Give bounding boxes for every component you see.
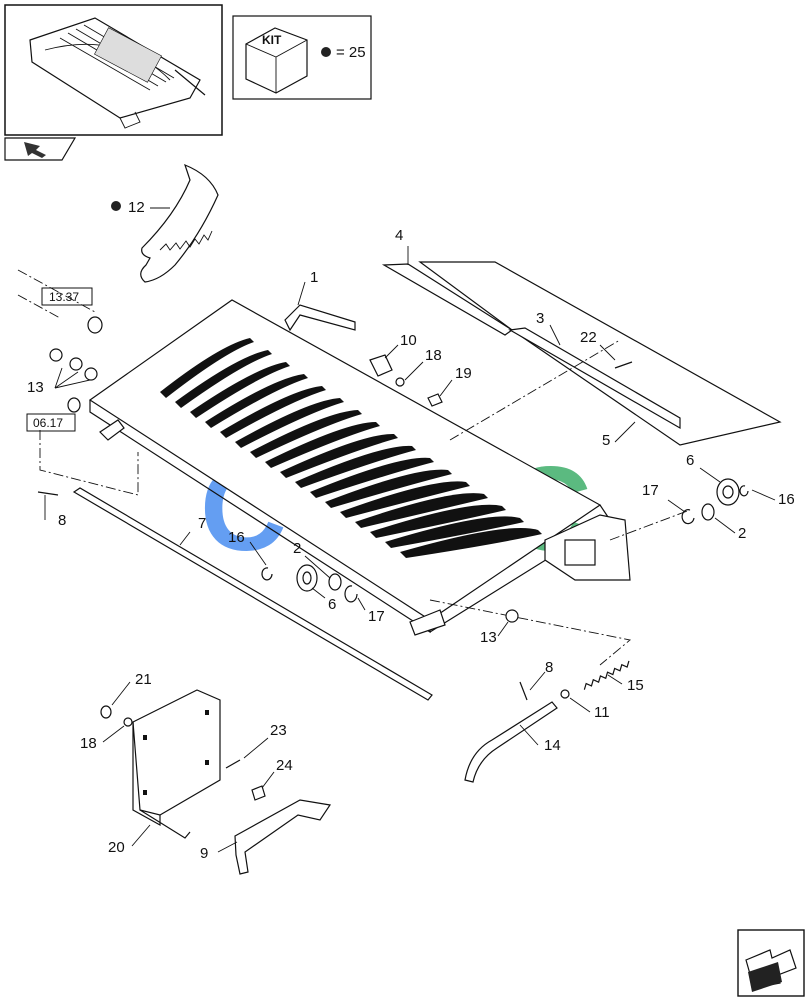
part-15-spring[interactable] (582, 656, 631, 695)
svg-text:13.37: 13.37 (49, 290, 79, 304)
svg-text:17: 17 (368, 608, 385, 625)
part-6-bearing-right[interactable] (716, 478, 740, 506)
part-1-deck-frame[interactable] (88, 299, 631, 636)
part-9-link-plate[interactable] (234, 799, 332, 875)
callouts: 1 4 3 22 5 10 18 19 12 13 8 7 16 2 6 17 … (27, 199, 795, 862)
svg-text:18: 18 (80, 735, 97, 752)
part-17-clip-right[interactable] (681, 509, 695, 525)
part-3-rail[interactable] (508, 327, 681, 430)
svg-text:15: 15 (627, 677, 644, 694)
kit-bullet-icon (321, 47, 331, 57)
dash-lines (17, 269, 691, 666)
part-5-cover-plate[interactable] (418, 261, 782, 446)
part-19-bolt[interactable] (427, 393, 443, 407)
part-8-pin-right[interactable] (519, 681, 528, 701)
roller-end-pin[interactable] (67, 316, 103, 413)
kit-box-icon: KIT (245, 27, 308, 94)
svg-text:3: 3 (536, 310, 544, 327)
svg-text:7: 7 (198, 515, 206, 532)
svg-text:20: 20 (108, 839, 125, 856)
part-16-clip-right[interactable] (739, 485, 749, 497)
svg-text:06.17: 06.17 (33, 416, 63, 430)
svg-text:4: 4 (395, 227, 403, 244)
svg-text:18: 18 (425, 347, 442, 364)
svg-text:9: 9 (200, 845, 208, 862)
svg-text:6: 6 (686, 452, 694, 469)
part-18-washer-lower[interactable] (123, 717, 133, 727)
part-2-ring-right[interactable] (701, 503, 715, 521)
svg-text:19: 19 (455, 365, 472, 382)
svg-text:8: 8 (58, 512, 66, 529)
kit-label: KIT (262, 33, 282, 47)
part-13-clips-left[interactable] (49, 348, 98, 381)
part-24-bolt[interactable] (251, 785, 266, 801)
part-16-clip-mid[interactable] (261, 567, 273, 581)
svg-text:12: 12 (128, 199, 145, 216)
part-6-bearing-mid[interactable] (296, 564, 318, 592)
part-2-ring-mid[interactable] (328, 573, 342, 591)
svg-text:17: 17 (642, 482, 659, 499)
svg-text:5: 5 (602, 432, 610, 449)
part-18-washer[interactable] (395, 377, 405, 387)
svg-text:24: 24 (276, 757, 293, 774)
svg-text:1: 1 (310, 269, 318, 286)
ref-06-17-box[interactable]: 06.17 (26, 413, 76, 432)
svg-text:2: 2 (293, 540, 301, 557)
overview-thumbnail[interactable] (4, 4, 223, 136)
kit-bullet-icon (111, 201, 121, 211)
part-17-clip-mid[interactable] (344, 585, 358, 603)
kit-legend: KIT = 25 (232, 15, 372, 100)
part-8-pin-left[interactable] (37, 491, 59, 496)
next-page-button[interactable] (737, 929, 805, 997)
kit-equals-text: = 25 (336, 44, 366, 61)
part-14-rod[interactable] (464, 701, 558, 783)
svg-text:21: 21 (135, 671, 152, 688)
svg-text:10: 10 (400, 332, 417, 349)
svg-text:8: 8 (545, 659, 553, 676)
part-20-bracket[interactable] (132, 689, 221, 839)
thumbnail-machine-sketch (29, 17, 206, 129)
part-7-shaft[interactable] (72, 487, 433, 701)
part-12-rack-plate[interactable] (111, 163, 219, 283)
part-23-pin[interactable] (225, 759, 241, 769)
svg-text:11: 11 (594, 704, 610, 721)
svg-text:23: 23 (270, 722, 287, 739)
svg-text:22: 22 (580, 329, 597, 346)
part-21-nut[interactable] (100, 705, 112, 719)
svg-text:13: 13 (480, 629, 497, 646)
svg-text:16: 16 (778, 491, 795, 508)
svg-text:14: 14 (544, 737, 561, 754)
part-22-pin[interactable] (614, 361, 633, 369)
deck-slots (160, 338, 542, 558)
svg-text:2: 2 (738, 525, 746, 542)
part-10-bushing[interactable] (369, 354, 393, 377)
svg-text:13: 13 (27, 379, 44, 396)
svg-text:6: 6 (328, 596, 336, 613)
svg-text:16: 16 (228, 529, 245, 546)
part-11-washer[interactable] (560, 689, 570, 699)
arrow-icon (24, 142, 46, 158)
part-13-clip-mid[interactable] (505, 609, 519, 623)
navigate-back-button[interactable] (4, 137, 77, 161)
